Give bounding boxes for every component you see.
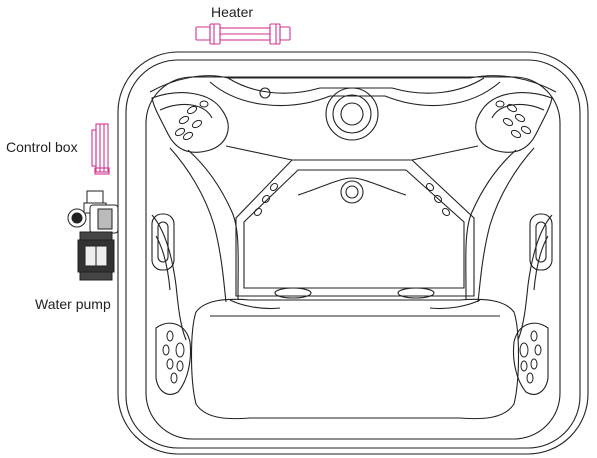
water-pump-component [67, 190, 119, 281]
heater-label: Heater [211, 4, 253, 20]
jets [162, 100, 542, 384]
footwell-outer [235, 159, 475, 297]
spa-shell [117, 51, 589, 455]
handle-left [151, 213, 175, 271]
suction-fitting-top [325, 87, 379, 141]
handle-right [529, 213, 553, 271]
suction-fitting-center [340, 180, 364, 204]
control-box-label: Control box [6, 139, 78, 155]
pad-left [274, 287, 312, 299]
control-box-component [91, 123, 110, 175]
seat-bottom-left [155, 322, 192, 395]
pad-right [397, 287, 435, 299]
footwell-inner [243, 169, 465, 289]
lounger-seat [190, 298, 520, 420]
seat-top-left [151, 92, 229, 153]
seat-bottom-right [512, 322, 549, 395]
spa-inner-rim [145, 76, 561, 440]
seat-top-right [475, 92, 553, 153]
water-pump-label: Water pump [35, 296, 111, 312]
heater-component [195, 23, 291, 45]
spa-outer-edge [117, 51, 589, 455]
spa-outer-lip [125, 59, 581, 449]
